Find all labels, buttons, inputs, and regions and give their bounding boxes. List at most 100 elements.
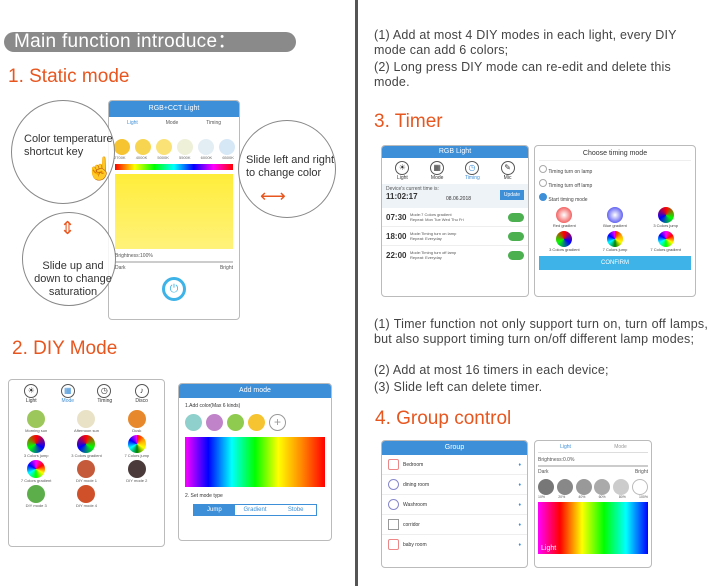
corridor-icon <box>388 519 399 530</box>
bright-preset[interactable] <box>594 479 611 495</box>
bright-preset[interactable] <box>575 479 592 495</box>
tab-mode[interactable]: Mode <box>614 444 627 450</box>
pin-icon: ♦ <box>518 521 521 528</box>
add-color-icon[interactable]: + <box>269 414 286 431</box>
tab-mode[interactable]: ▦Mode <box>430 161 445 181</box>
mode-item[interactable]: DIY mode 3 <box>11 485 61 508</box>
opt-off[interactable]: Timing turn off lamp <box>539 179 691 189</box>
hand-tap-icon: ☝ <box>86 156 114 181</box>
tab-mic[interactable]: ✎Mic <box>500 161 515 181</box>
color-swatch[interactable] <box>206 414 223 431</box>
add-mode-phone: Add mode 1.Add color(Max 6 kinds) + 2. S… <box>178 383 332 541</box>
mode-item[interactable]: 7 Colors gradient <box>11 460 61 483</box>
timer-toggle[interactable] <box>508 212 524 222</box>
power-icon[interactable]: ⏻ <box>162 277 186 301</box>
color-swatch[interactable] <box>227 414 244 431</box>
opt-on[interactable]: Timing turn on lamp <box>539 165 691 175</box>
mode-item[interactable]: Dusk <box>112 410 162 433</box>
washroom-icon <box>388 499 399 510</box>
bright-preset[interactable] <box>631 479 648 495</box>
tab-timing[interactable]: ◷Timing <box>97 384 113 404</box>
room-row[interactable]: corridor♦ <box>382 515 527 535</box>
diy-text-2: (2) Long press DIY mode can re-edit and … <box>374 60 671 89</box>
type-gradient-button[interactable]: Gradient <box>243 507 267 513</box>
mode-item[interactable]: DIY mode 2 <box>112 460 162 483</box>
temp-2700k[interactable] <box>113 139 130 155</box>
mode-item[interactable]: 7 Colors jump <box>112 435 162 458</box>
tab-mode[interactable]: ▦Mode <box>60 384 75 404</box>
mode-item[interactable]: Morning sun <box>11 410 61 433</box>
color-panel[interactable] <box>115 174 233 249</box>
brightness-slider[interactable] <box>115 261 233 263</box>
temp-6500k[interactable] <box>218 139 235 155</box>
timer-toggle[interactable] <box>508 231 524 241</box>
temp-callout-circle <box>11 100 115 204</box>
type-jump-button[interactable]: Jump <box>194 505 235 515</box>
diy-phone: ☀Light ▦Mode ◷Timing ♪Disco Morning sun … <box>8 379 165 547</box>
temp-swatches <box>109 129 239 155</box>
timing-mode-item[interactable]: 7 Colors jump <box>590 231 641 252</box>
temp-label: 4000K <box>135 155 148 160</box>
mode-item[interactable]: DIY mode 1 <box>61 460 111 483</box>
tab-light[interactable]: Light <box>126 120 138 126</box>
tab-timing[interactable]: Timing <box>206 120 222 126</box>
tab-disco[interactable]: ♪Disco <box>134 384 149 404</box>
music-icon: ♪ <box>134 384 149 398</box>
color-picker[interactable] <box>185 437 325 487</box>
temp-5500k[interactable] <box>176 139 193 155</box>
mode-item[interactable]: 3 Colors jump <box>11 435 61 458</box>
brightness-label: Brightness:100% <box>115 253 153 259</box>
update-button[interactable]: Update <box>499 190 524 200</box>
bright-preset[interactable] <box>538 479 554 495</box>
add-color-label: 1.Add color(Max 6 kinds) <box>185 403 241 409</box>
tab-light[interactable]: ☀Light <box>395 161 410 181</box>
tab-timing[interactable]: ◷Timing <box>464 161 480 181</box>
room-row[interactable]: Washroom♦ <box>382 495 527 515</box>
room-row[interactable]: baby room♦ <box>382 535 527 554</box>
color-swatch[interactable] <box>185 414 202 431</box>
mode-item[interactable]: DIY mode 4 <box>61 485 111 508</box>
temp-label: 5500K <box>179 155 191 160</box>
bright-preset[interactable] <box>556 479 573 495</box>
diy-mode-title: 2. DIY Mode <box>12 338 118 359</box>
timing-mode-item[interactable]: 3 Colors gradient <box>539 231 590 252</box>
timing-mode-item[interactable]: Blue gradient <box>590 207 641 228</box>
temp-5000k[interactable] <box>155 139 172 155</box>
mode-item[interactable]: Afternoon sun <box>61 410 111 433</box>
phone-header: RGB+CCT Light <box>109 101 239 117</box>
timing-mode-item[interactable]: 3 Colors jump <box>640 207 691 228</box>
bright-label: Bright <box>634 469 648 475</box>
group-color-picker[interactable]: Light <box>538 502 648 554</box>
set-type-label: 2. Set mode type <box>185 493 223 499</box>
center-divider <box>355 0 358 586</box>
choose-timing-panel: Choose timing mode Timing turn on lamp T… <box>534 145 696 297</box>
confirm-button[interactable]: CONFIRM <box>539 256 691 270</box>
color-swatch[interactable] <box>248 414 265 431</box>
bulb-icon: ☀ <box>395 161 410 175</box>
bright-preset[interactable] <box>613 479 630 495</box>
timing-mode-item[interactable]: 7 Colors gradient <box>640 231 691 252</box>
room-row[interactable]: Bedroom♦ <box>382 455 527 475</box>
timer-title: 3. Timer <box>374 111 443 132</box>
hue-strip[interactable] <box>115 164 233 170</box>
temp-6000k[interactable] <box>197 139 214 155</box>
type-stobe-button[interactable]: Stobe <box>287 507 304 513</box>
tab-light[interactable]: ☀Light <box>24 384 39 404</box>
mode-item[interactable]: 3 Colors gradient <box>61 435 111 458</box>
static-mode-title: 1. Static mode <box>8 66 130 87</box>
room-row[interactable]: dining room♦ <box>382 475 527 495</box>
group-control-title: 4. Group control <box>375 408 512 429</box>
timer-toggle[interactable] <box>508 250 524 260</box>
add-mode-header: Add mode <box>179 384 331 398</box>
timing-mode-item[interactable]: Red gradient <box>539 207 590 228</box>
group-brightness-slider[interactable] <box>538 465 648 467</box>
temp-4000k[interactable] <box>134 139 151 155</box>
opt-start[interactable]: Start timing mode <box>539 193 691 203</box>
tab-light[interactable]: Light <box>560 444 571 450</box>
slide-lr-circle <box>238 120 336 218</box>
tab-mode[interactable]: Mode <box>165 120 179 126</box>
